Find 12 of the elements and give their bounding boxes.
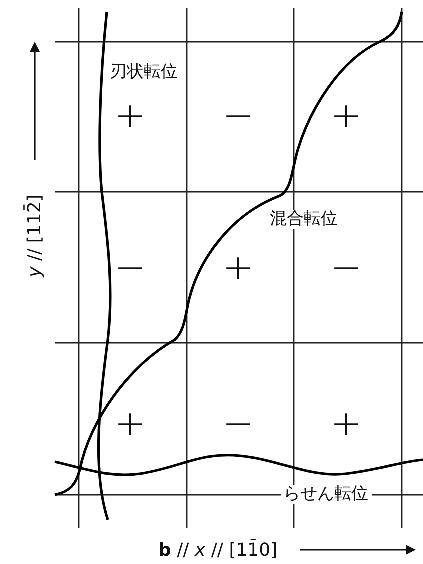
axis-label: b // x // [11̄0] [158, 542, 278, 560]
sign-symbol: − [222, 407, 254, 441]
sign-symbol: − [114, 251, 146, 285]
sign-symbol: − [330, 251, 362, 285]
sign-symbol: + [114, 407, 146, 441]
sign-symbol: + [114, 99, 146, 133]
sign-symbol: − [222, 99, 254, 133]
dislocation-label: らせん転位 [280, 484, 372, 504]
sign-symbol: + [330, 99, 362, 133]
sign-symbol: + [222, 251, 254, 285]
axis-label: y // [112̄] [26, 194, 44, 278]
sign-symbol: + [330, 407, 362, 441]
